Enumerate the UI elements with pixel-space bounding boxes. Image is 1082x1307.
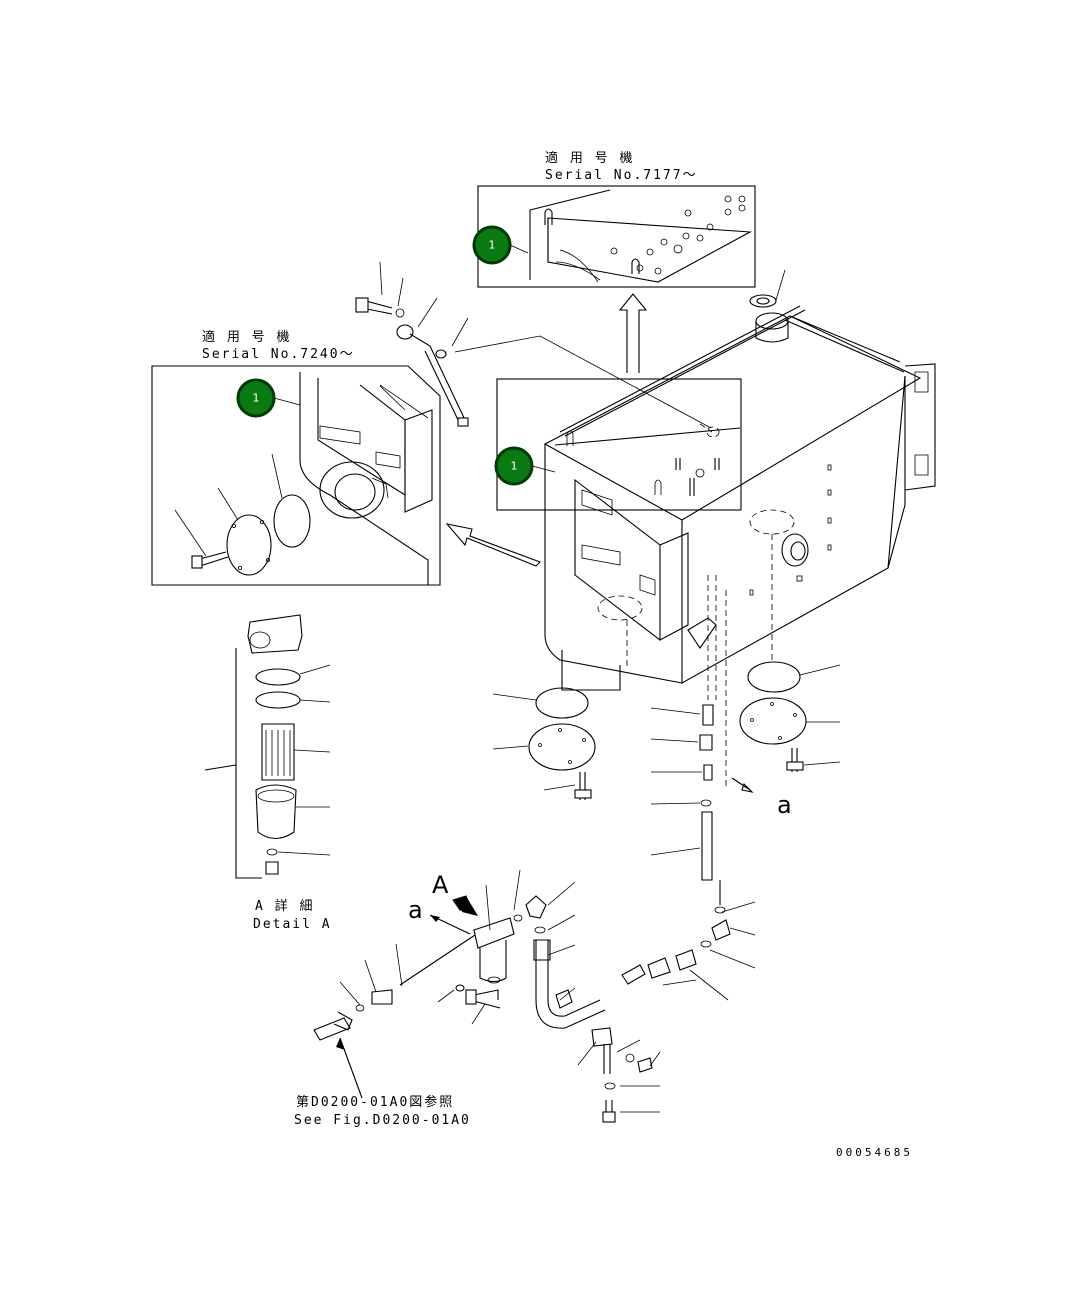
detail-caption-en: Detail A xyxy=(253,917,332,932)
view-letter-a-right: a xyxy=(777,791,792,819)
inset-left: 適 用 号 機 Serial No.7240～ xyxy=(151,329,441,586)
filter-assembly: A 詳 細 Detail A xyxy=(204,614,332,932)
inset-top-frame xyxy=(477,185,756,288)
inset-top: 適 用 号 機 Serial No.7177～ xyxy=(477,150,756,288)
cover-center xyxy=(492,687,596,800)
inset-center xyxy=(496,378,742,511)
lower-piping: A a xyxy=(313,869,756,1123)
callout-badge-left[interactable]: 1 xyxy=(236,378,301,418)
serial-left-en: Serial No.7240～ xyxy=(202,347,355,362)
drawing-number: 00054685 xyxy=(836,1146,913,1159)
see-fig-en: See Fig.D0200-01A0 xyxy=(294,1113,471,1128)
see-figure-reference: 第D0200-01A0図参照 See Fig.D0200-01A0 xyxy=(294,1037,471,1128)
inset-center-frame xyxy=(496,378,742,511)
arrow-to-left-inset xyxy=(445,523,541,567)
callout-badge-center[interactable]: 1 xyxy=(494,446,556,486)
arrow-to-top-inset xyxy=(618,293,648,373)
serial-top-jp: 適 用 号 機 xyxy=(545,150,634,166)
serial-left-jp: 適 用 号 機 xyxy=(202,329,291,345)
see-fig-jp: 第D0200-01A0図参照 xyxy=(296,1094,454,1110)
callout-badge-top[interactable]: 1 xyxy=(472,225,529,265)
callout-badge-top-label: 1 xyxy=(489,239,496,252)
serial-top-en: Serial No.7177～ xyxy=(545,168,698,183)
inset-left-frame xyxy=(151,365,441,586)
pipe-stack: a xyxy=(650,704,792,881)
view-letter-a-left: a xyxy=(408,896,423,924)
breather-parts xyxy=(355,261,712,429)
callout-badge-left-label: 1 xyxy=(253,392,260,405)
hydraulic-tank xyxy=(543,269,936,790)
view-letter-A: A xyxy=(432,871,449,899)
callout-badge-center-label: 1 xyxy=(511,460,518,473)
cover-right xyxy=(739,661,841,772)
detail-caption-jp: A 詳 細 xyxy=(255,898,314,914)
